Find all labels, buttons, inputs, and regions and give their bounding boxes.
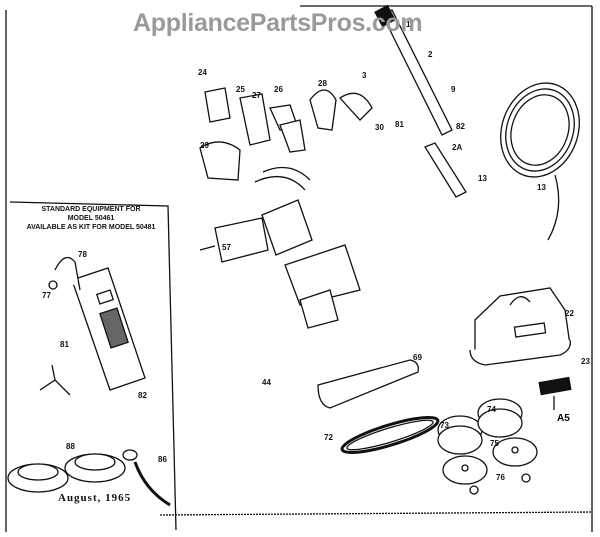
- callout: 3: [362, 71, 367, 80]
- callout-labels: 1 2 2A 3 9 82 81 13 13 24 25 26 27 28 29…: [42, 20, 590, 482]
- callout: 28: [318, 79, 327, 88]
- callout: 86: [158, 455, 167, 464]
- callout: 76: [496, 473, 505, 482]
- inset-box-title: STANDARD EQUIPMENT FOR MODEL 50461 AVAIL…: [10, 205, 172, 232]
- badge-label: A5: [557, 413, 570, 424]
- drive-belt-inner: [346, 419, 434, 451]
- brushes: [437, 398, 538, 495]
- callout: 57: [222, 243, 231, 252]
- callout: 1: [406, 20, 411, 29]
- diagram-date: August, 1965: [58, 492, 132, 504]
- callout: 13: [537, 183, 546, 192]
- callout: 82: [138, 391, 147, 400]
- callout: 82: [456, 122, 465, 131]
- callout: 72: [324, 433, 333, 442]
- callout: 23: [581, 357, 590, 366]
- callout: 27: [252, 91, 261, 100]
- power-cord: [500, 82, 580, 241]
- callout: 29: [200, 141, 209, 150]
- inset-title-line3: AVAILABLE AS KIT FOR MODEL 50481: [26, 224, 156, 231]
- shroud-parts: [199, 87, 373, 181]
- inset-title-line2: MODEL 50461: [67, 215, 115, 222]
- callout: 22: [565, 309, 574, 318]
- callout: 88: [66, 442, 75, 451]
- callout: 81: [60, 340, 69, 349]
- callout: 78: [78, 250, 87, 259]
- gear-housing: [284, 244, 361, 329]
- callout: 2: [428, 50, 433, 59]
- handle-assembly: [374, 4, 467, 198]
- callout: 24: [198, 68, 207, 77]
- base-plate: [317, 359, 419, 409]
- callout: 30: [375, 123, 384, 132]
- callout: 9: [451, 85, 456, 94]
- nameplate: [538, 376, 572, 396]
- kit-parts: [7, 256, 171, 507]
- motor-cover: [469, 287, 571, 366]
- callout: 13: [478, 174, 487, 183]
- inset-title-line1: STANDARD EQUIPMENT FOR: [41, 206, 141, 213]
- inset-box-border: [9, 201, 177, 531]
- callout: 75: [490, 439, 499, 448]
- callout: 77: [42, 291, 51, 300]
- callout: 26: [274, 85, 283, 94]
- watermark: AppliancePartsPros.com: [133, 9, 423, 37]
- drive-belt: [340, 416, 440, 454]
- callout: 74: [487, 405, 496, 414]
- callout: 25: [236, 85, 245, 94]
- callout: 2A: [452, 143, 462, 152]
- callout: 69: [413, 353, 422, 362]
- callout: 73: [440, 421, 449, 430]
- callout: 44: [262, 378, 271, 387]
- callout: 81: [395, 120, 404, 129]
- frame-bottom: [159, 511, 593, 516]
- motor-assembly: [199, 166, 313, 263]
